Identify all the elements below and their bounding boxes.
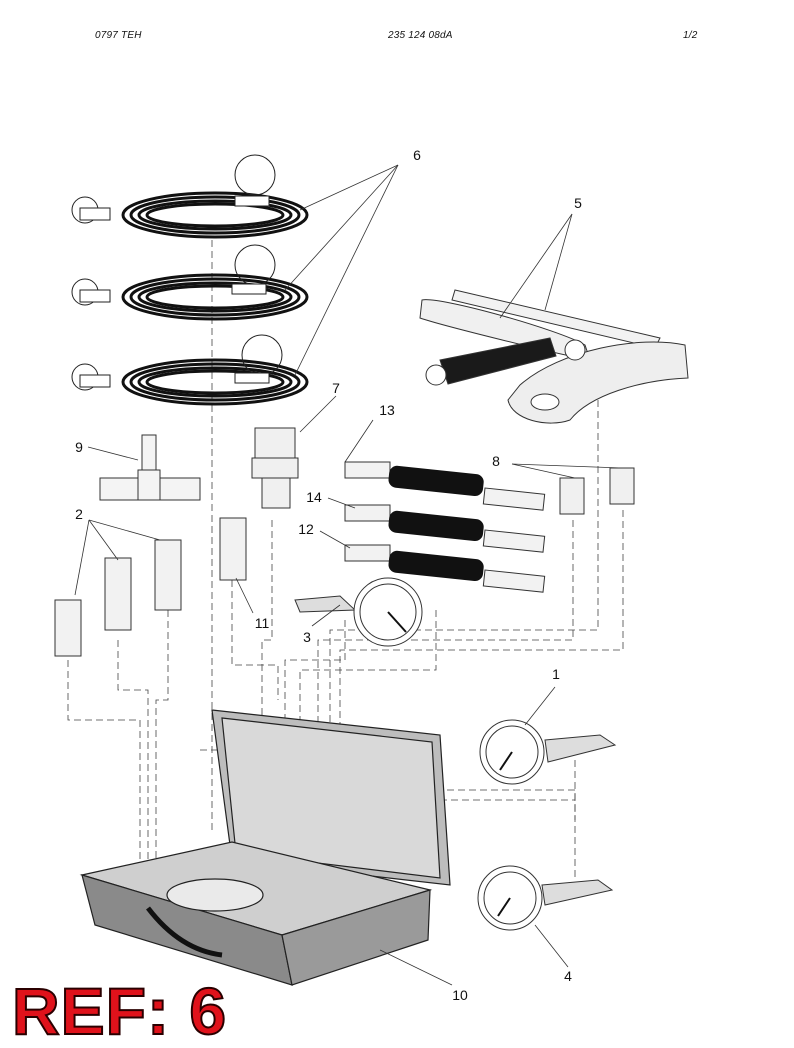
callout-8: 8 — [492, 453, 500, 469]
callout-12: 12 — [298, 521, 314, 537]
tee-fitting — [99, 434, 201, 501]
pressure-gauge-4 — [477, 865, 614, 931]
coiled-hose-3 — [71, 334, 309, 406]
plugs — [559, 467, 635, 515]
callout-9: 9 — [75, 439, 83, 455]
coiled-hose-2 — [71, 244, 309, 321]
callout-4: 4 — [564, 968, 572, 984]
callout-6: 6 — [413, 147, 421, 163]
header-page-number: 1/2 — [683, 30, 698, 41]
callout-7: 7 — [332, 380, 340, 396]
callout-13: 13 — [379, 402, 395, 418]
callout-11: 11 — [254, 615, 270, 631]
callout-3: 3 — [303, 629, 311, 645]
wrench — [419, 289, 689, 424]
callout-14: 14 — [306, 489, 322, 505]
callout-1: 1 — [552, 666, 560, 682]
test-hoses — [344, 461, 546, 593]
pressure-gauge-1 — [479, 719, 617, 785]
coiled-hose-1 — [71, 154, 309, 239]
leader-lines — [74, 164, 623, 986]
reference-label: REF: 6 — [11, 974, 228, 1048]
carrying-case — [79, 709, 451, 986]
callout-2: 2 — [75, 506, 83, 522]
adapter-fitting — [251, 427, 299, 509]
header-part-number: 235 124 08dA — [388, 30, 453, 41]
header-document-code: 0797 TEH — [95, 30, 142, 41]
pressure-gauge-3 — [294, 577, 423, 647]
test-couplings — [54, 517, 247, 657]
callout-10: 10 — [452, 987, 468, 1003]
callout-5: 5 — [574, 195, 582, 211]
